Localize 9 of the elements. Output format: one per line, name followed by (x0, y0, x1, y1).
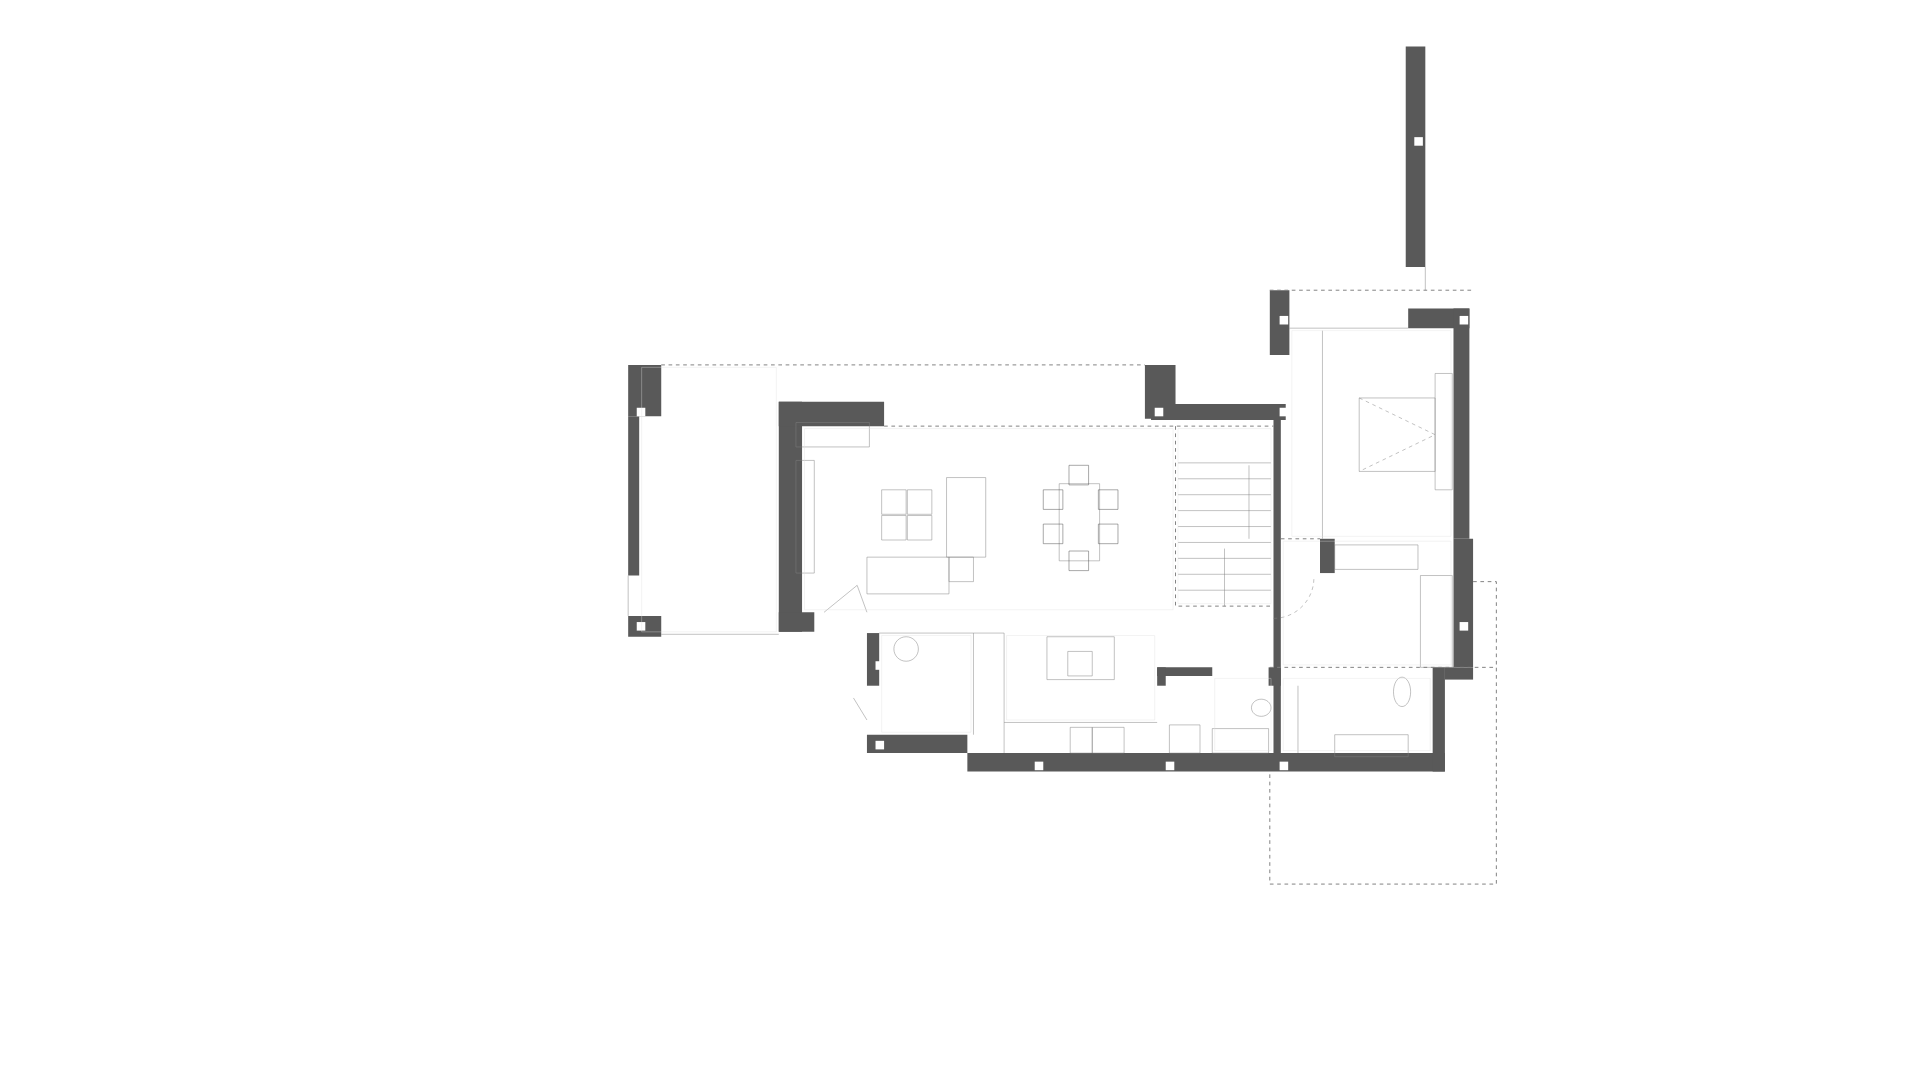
room-area (1283, 678, 1431, 751)
room-area (804, 428, 1174, 610)
room-area (1283, 541, 1452, 666)
room-area (641, 367, 777, 633)
room-area (1177, 428, 1272, 604)
room-area (1291, 330, 1452, 537)
room-area (1214, 678, 1272, 751)
room-area (881, 635, 972, 733)
room-area (1006, 635, 1155, 721)
